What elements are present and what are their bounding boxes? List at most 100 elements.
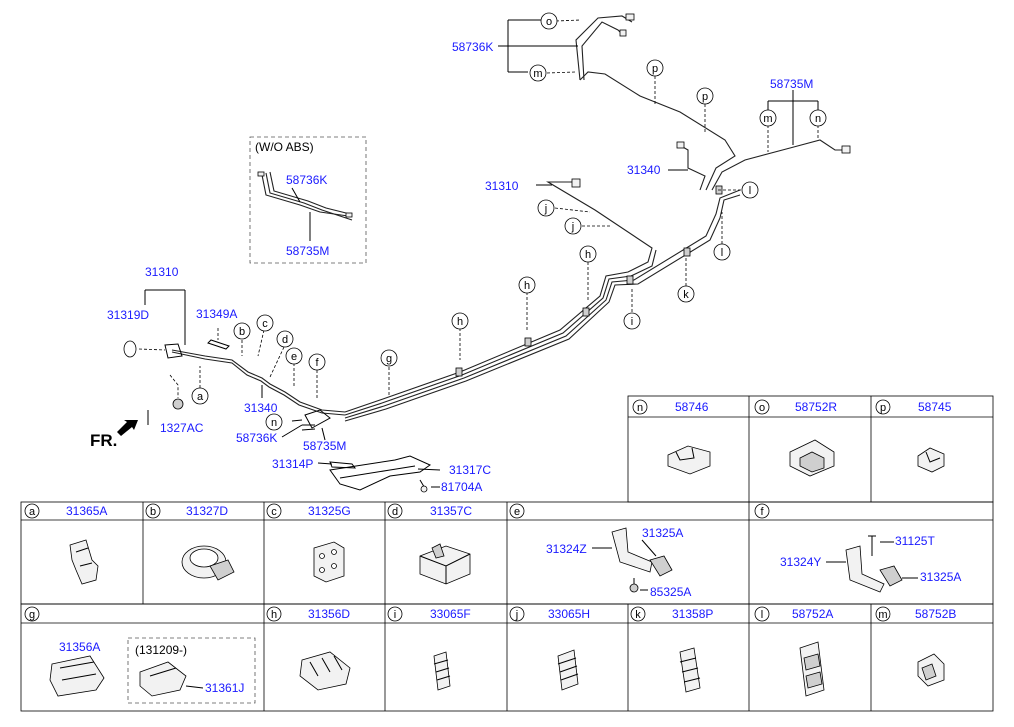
cell-p-58745: p 58745 bbox=[875, 399, 952, 473]
svg-text:b: b bbox=[150, 506, 156, 518]
svg-text:31356A: 31356A bbox=[59, 640, 100, 654]
brake-pipe-assembly bbox=[123, 13, 851, 431]
callout-o-top: o bbox=[540, 12, 558, 30]
svg-text:58746: 58746 bbox=[675, 400, 709, 414]
svg-text:58745: 58745 bbox=[918, 400, 952, 414]
svg-text:p: p bbox=[880, 402, 886, 414]
svg-text:h: h bbox=[457, 316, 463, 328]
svg-text:m: m bbox=[763, 113, 772, 125]
callout-i: i bbox=[623, 312, 641, 330]
callout-m-rear: m bbox=[759, 109, 777, 127]
callout-a: a bbox=[191, 387, 209, 405]
cell-b-31327D: b 31327D bbox=[145, 503, 235, 581]
svg-text:31325G: 31325G bbox=[308, 504, 351, 518]
callout-b: b bbox=[233, 322, 251, 340]
diagram-part-labels: 31310 31319D 31349A 31340 1327AC 58736K … bbox=[107, 40, 813, 494]
cell-h-31356D: h 31356D bbox=[266, 606, 351, 691]
svg-text:b: b bbox=[239, 326, 245, 338]
svg-text:e: e bbox=[291, 351, 297, 363]
svg-text:p: p bbox=[702, 91, 708, 103]
callout-e: e bbox=[285, 347, 303, 365]
svg-text:n: n bbox=[637, 402, 643, 414]
svg-text:d: d bbox=[282, 334, 288, 346]
label-31340-mid: 31340 bbox=[627, 163, 661, 177]
label-31314P: 31314P bbox=[272, 457, 313, 471]
label-31310-mid: 31310 bbox=[485, 179, 519, 193]
svg-text:j: j bbox=[544, 203, 547, 215]
svg-text:h: h bbox=[271, 609, 277, 621]
cell-j-33065H: j 33065H bbox=[509, 606, 590, 691]
svg-text:c: c bbox=[271, 506, 277, 518]
label-31317C: 31317C bbox=[449, 463, 491, 477]
label-58736K-front: 58736K bbox=[236, 431, 277, 445]
svg-text:31327D: 31327D bbox=[186, 504, 228, 518]
svg-text:l: l bbox=[749, 185, 751, 197]
callout-p1: p bbox=[646, 59, 664, 77]
cell-d-31357C: d 31357C bbox=[387, 503, 472, 585]
svg-text:31125T: 31125T bbox=[895, 534, 935, 548]
svg-text:31357C: 31357C bbox=[430, 504, 472, 518]
label-31340-front: 31340 bbox=[244, 401, 278, 415]
wo-abs-inset: (W/O ABS) 58736K 58735M bbox=[249, 136, 367, 264]
svg-text:33065F: 33065F bbox=[430, 607, 471, 621]
cell-f: f 31125T 31324Y 31325A bbox=[754, 503, 961, 593]
cell-e: e 31324Z 31325A 85325A bbox=[509, 503, 691, 599]
callouts: a b c d e f g h h h i j j k l l p p m n … bbox=[191, 12, 827, 431]
callout-g: g bbox=[380, 349, 398, 367]
leader-lines bbox=[138, 19, 819, 488]
label-58735M-front: 58735M bbox=[303, 439, 346, 453]
callout-h2: h bbox=[518, 276, 536, 294]
cell-c-31325G: c 31325G bbox=[266, 503, 351, 583]
svg-text:31365A: 31365A bbox=[66, 504, 107, 518]
svg-text:31324Y: 31324Y bbox=[780, 555, 821, 569]
callout-h1: h bbox=[451, 312, 469, 330]
svg-text:p: p bbox=[652, 63, 658, 75]
callout-k: k bbox=[677, 285, 695, 303]
svg-text:33065H: 33065H bbox=[548, 607, 590, 621]
svg-text:l: l bbox=[721, 247, 723, 259]
svg-text:g: g bbox=[29, 609, 35, 621]
cell-m-58752B: m 58752B bbox=[875, 606, 956, 687]
callout-l1: l bbox=[713, 243, 731, 261]
svg-text:f: f bbox=[315, 357, 319, 369]
svg-text:j: j bbox=[515, 609, 518, 621]
cell-i-33065F: i 33065F bbox=[387, 606, 471, 691]
svg-text:o: o bbox=[546, 16, 552, 28]
svg-text:f: f bbox=[760, 506, 764, 518]
svg-text:31361J: 31361J bbox=[205, 681, 244, 695]
svg-text:o: o bbox=[759, 402, 765, 414]
svg-text:31358P: 31358P bbox=[672, 607, 713, 621]
label-58735M-rear: 58735M bbox=[770, 77, 813, 91]
callout-l2: l bbox=[741, 181, 759, 199]
svg-text:(131209-): (131209-) bbox=[135, 643, 187, 657]
svg-text:a: a bbox=[29, 506, 36, 518]
callout-n-rear: n bbox=[809, 109, 827, 127]
svg-text:85325A: 85325A bbox=[650, 585, 691, 599]
svg-text:31356D: 31356D bbox=[308, 607, 350, 621]
callout-d: d bbox=[276, 330, 294, 348]
callout-j1: j bbox=[537, 199, 555, 217]
callout-f: f bbox=[308, 353, 326, 371]
svg-text:j: j bbox=[571, 221, 574, 233]
label-31319D: 31319D bbox=[107, 308, 149, 322]
front-direction-indicator: FR. bbox=[90, 420, 138, 450]
svg-text:i: i bbox=[394, 609, 396, 621]
svg-text:31325A: 31325A bbox=[642, 526, 683, 540]
svg-text:58752R: 58752R bbox=[795, 400, 837, 414]
svg-text:n: n bbox=[815, 113, 821, 125]
svg-text:58752B: 58752B bbox=[915, 607, 956, 621]
callout-c: c bbox=[256, 314, 274, 332]
callout-p2: p bbox=[696, 87, 714, 105]
svg-text:31324Z: 31324Z bbox=[546, 542, 587, 556]
svg-text:e: e bbox=[514, 506, 520, 518]
svg-text:k: k bbox=[683, 289, 689, 301]
svg-text:58752A: 58752A bbox=[792, 607, 833, 621]
svg-text:58736K: 58736K bbox=[286, 173, 327, 187]
label-81704A: 81704A bbox=[441, 480, 482, 494]
svg-text:l: l bbox=[761, 609, 763, 621]
svg-text:h: h bbox=[585, 249, 591, 261]
callout-h3: h bbox=[579, 245, 597, 263]
svg-text:h: h bbox=[524, 280, 530, 292]
svg-text:58735M: 58735M bbox=[286, 244, 329, 258]
